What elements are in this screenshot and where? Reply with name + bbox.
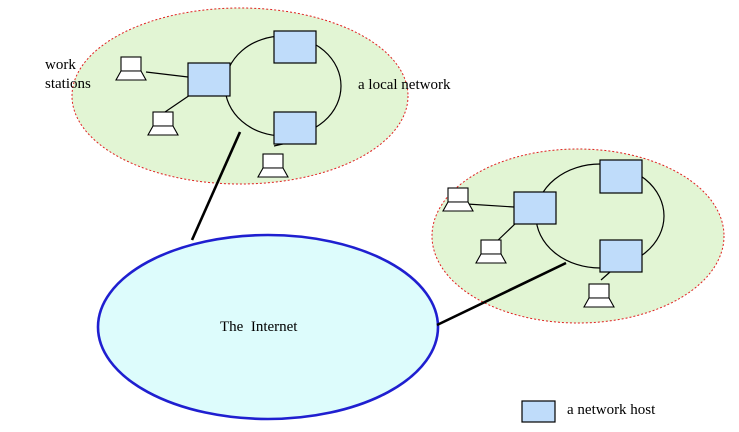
workstations-label-line1: work	[45, 57, 76, 73]
workstation-lan1-1-icon	[115, 56, 147, 81]
legend-host-icon	[521, 400, 556, 423]
lan1-ws-link-1	[145, 71, 189, 78]
legend-label: a network host	[567, 402, 656, 418]
internet-region	[96, 233, 440, 421]
host-lan1-top-icon	[273, 30, 317, 64]
local-network-1-region	[71, 7, 409, 185]
workstation-lan1-2-icon	[147, 111, 179, 136]
workstations-label-line2: stations	[45, 76, 91, 92]
lan1-ws-link-2	[164, 94, 191, 113]
host-lan2-bottom-icon	[599, 239, 643, 273]
lan2-internet-link	[436, 261, 567, 327]
internet-label: The Internet	[220, 319, 298, 335]
local-network-label: a local network	[358, 77, 451, 93]
workstation-lan1-3-icon	[257, 153, 289, 178]
host-lan1-left-icon	[187, 62, 231, 97]
host-lan2-left-icon	[513, 191, 557, 225]
local-network-2-region	[431, 148, 725, 324]
host-lan2-top-icon	[599, 159, 643, 194]
lan2-ws-link-3	[600, 271, 611, 281]
workstation-lan2-3-icon	[583, 283, 615, 308]
lan1-internet-link	[190, 131, 242, 241]
host-lan1-bottom-icon	[273, 111, 317, 145]
lan2-ws-link-1	[466, 203, 515, 208]
workstation-lan2-1-icon	[442, 187, 474, 212]
workstation-lan2-2-icon	[475, 239, 507, 264]
